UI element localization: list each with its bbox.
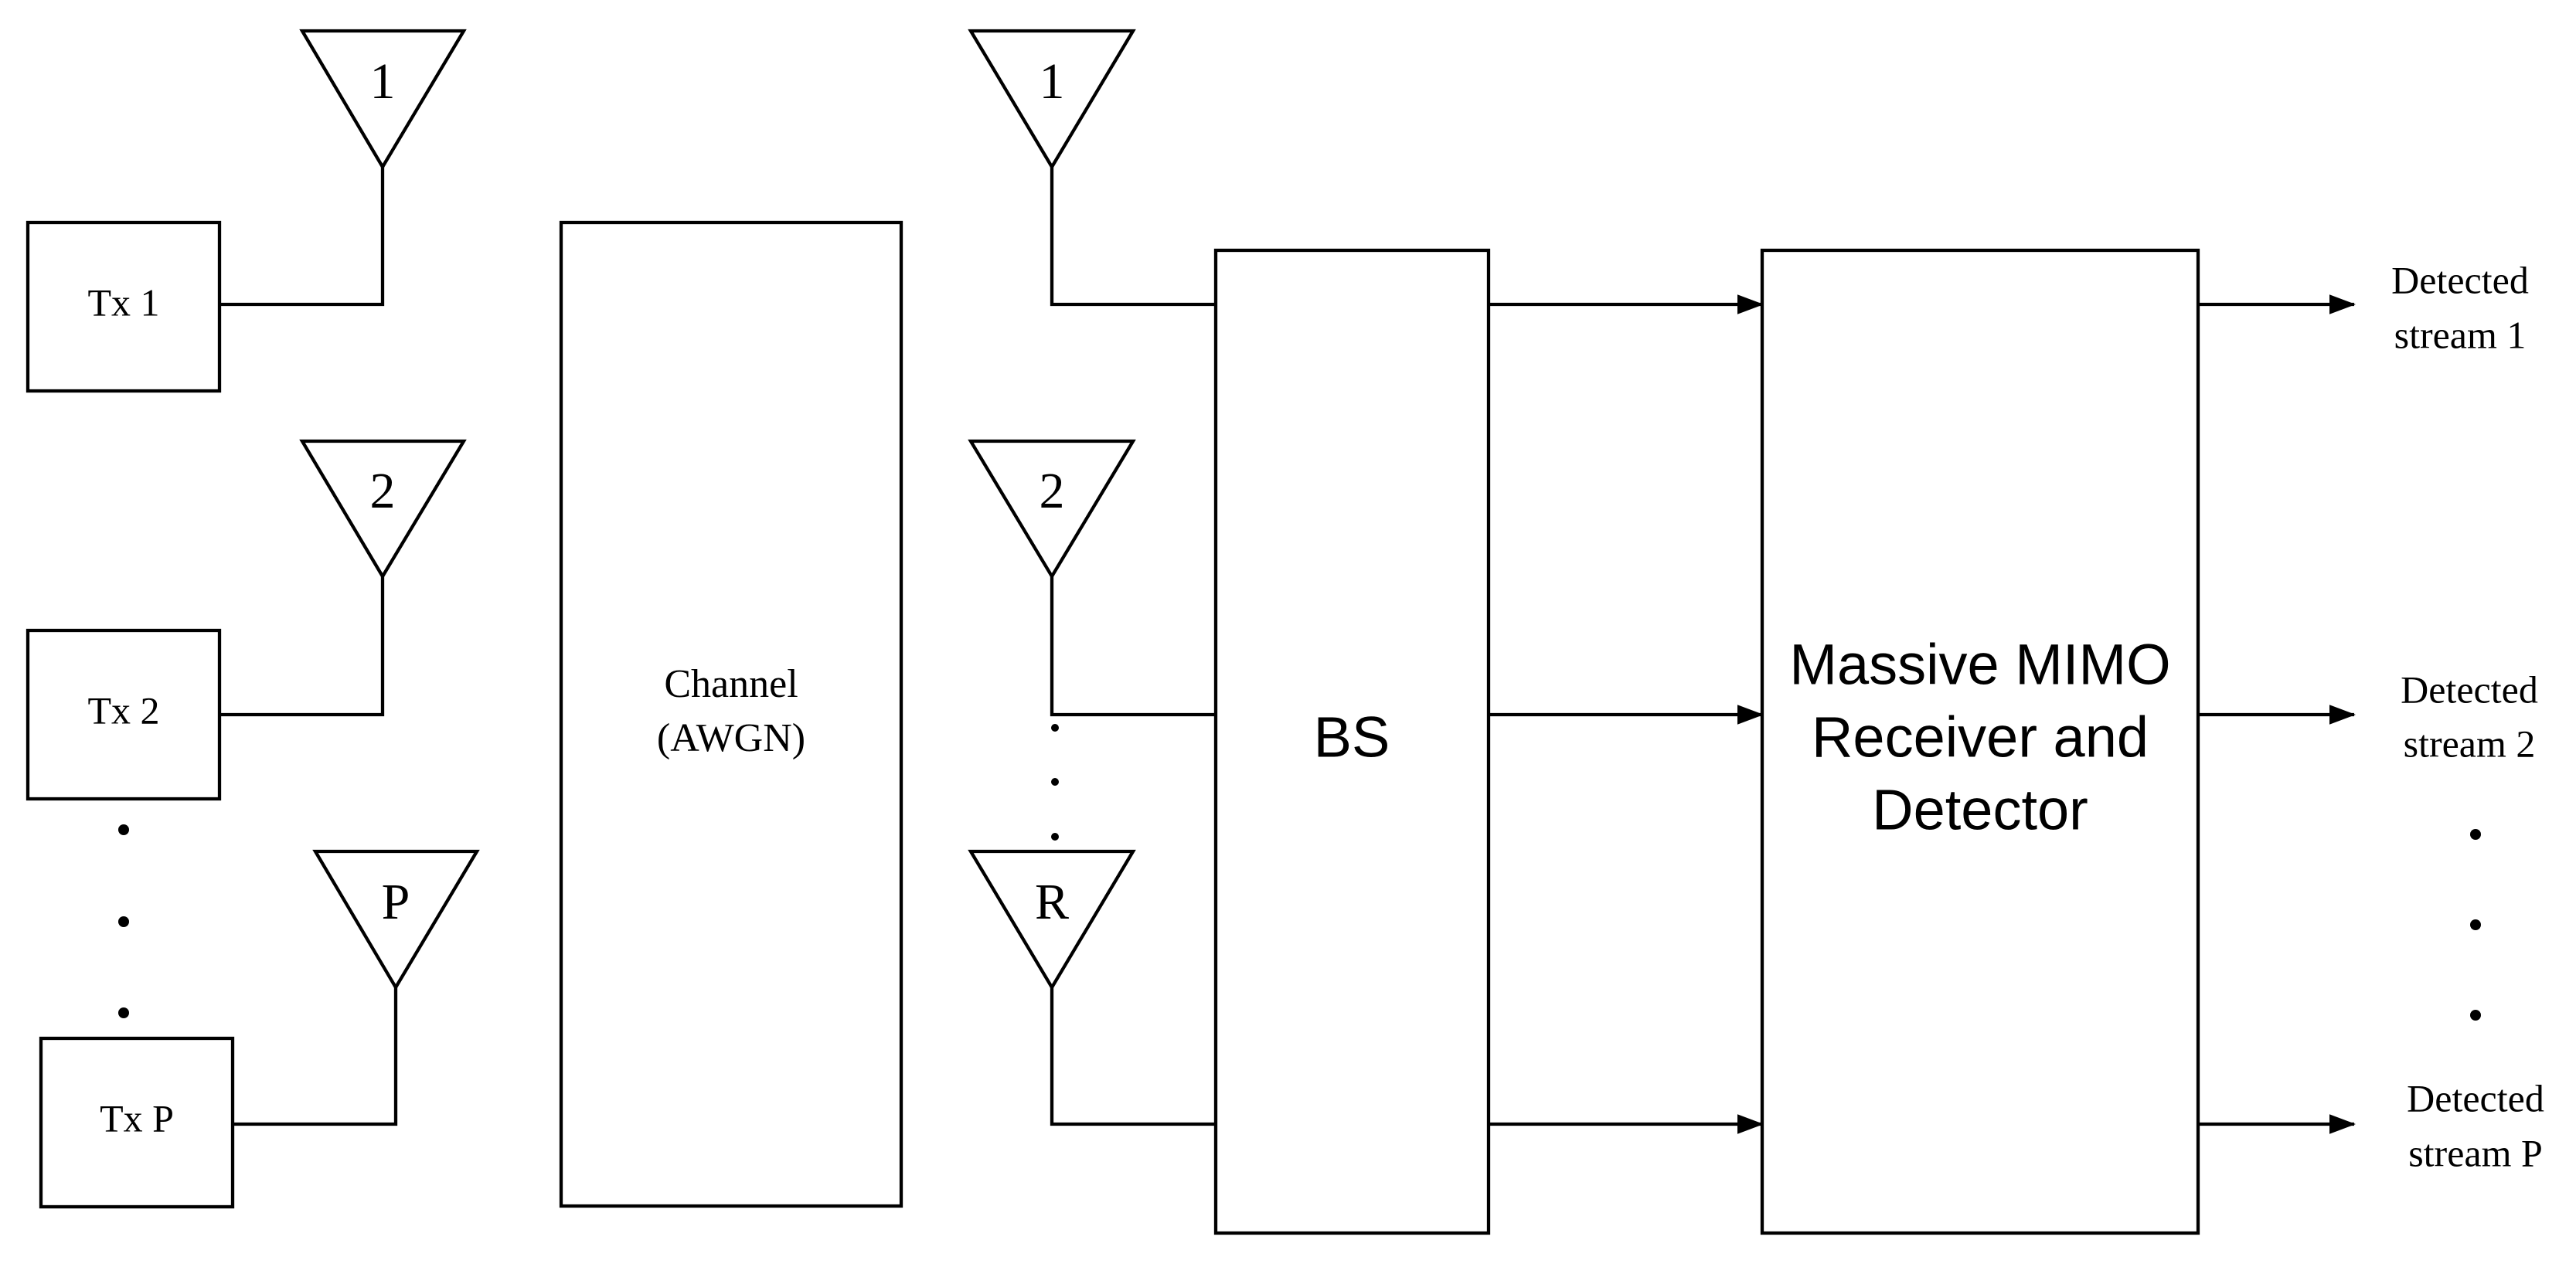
- tx-ellipsis: [118, 824, 129, 1018]
- channel-label: Channel: [664, 662, 798, 706]
- output-label-line-1: Detected: [2401, 668, 2538, 711]
- rx-1-antenna-icon: [968, 29, 1136, 171]
- tx-1-antenna-icon: [299, 29, 467, 171]
- receiver-label-line-3: Detector: [1872, 778, 2088, 842]
- output-stream-p: Detected stream P: [2198, 1076, 2544, 1174]
- tx-2-antenna-icon: [299, 439, 467, 580]
- rx-1-antenna-number: 1: [1040, 53, 1065, 110]
- ellipsis-dot: [118, 824, 129, 835]
- transmitter-p: Tx P P: [39, 849, 480, 1209]
- tx-1-antenna-feed: [219, 167, 385, 307]
- tx-p-label: Tx P: [100, 1096, 174, 1140]
- transmitter-1: Tx 1 1: [26, 29, 467, 393]
- receive-antenna-r: R: [968, 849, 1216, 1126]
- tx-2-antenna-feed: [219, 576, 385, 717]
- output-label-line-1: Detected: [2391, 258, 2529, 301]
- ellipsis-dot: [2470, 919, 2481, 930]
- rx-1-feed: [1050, 167, 1216, 307]
- bs-block: BS: [1213, 248, 1491, 1235]
- tx-p-antenna-number: P: [382, 874, 410, 930]
- tx-1-label: Tx 1: [87, 280, 159, 324]
- receiver-box: [1760, 248, 2200, 1235]
- rx-2-antenna-number: 2: [1040, 463, 1065, 519]
- rx-r-feed: [1050, 987, 1216, 1126]
- receiver-label-line-2: Receiver and: [1812, 705, 2149, 769]
- output-stream-1: Detected stream 1: [2198, 258, 2529, 356]
- bs-box: [1213, 248, 1491, 1235]
- ellipsis-dot: [1051, 833, 1059, 841]
- receive-antenna-1: 1: [968, 29, 1216, 307]
- rx-ellipsis: [1051, 724, 1059, 841]
- tx-1-antenna-number: 1: [370, 53, 396, 110]
- ellipsis-dot: [118, 1007, 129, 1018]
- channel-block: Channel (AWGN): [559, 220, 903, 1208]
- output-stream-2: Detected stream 2: [2198, 668, 2538, 765]
- tx-p-box: [39, 1036, 235, 1209]
- tx-1-box: [26, 220, 222, 393]
- transmitter-2: Tx 2 2: [26, 439, 467, 801]
- ellipsis-dot: [1051, 724, 1059, 732]
- output-label-line-2: stream P: [2408, 1131, 2543, 1174]
- ellipsis-dot: [1051, 778, 1059, 786]
- tx-p-antenna-feed: [233, 987, 398, 1126]
- ellipsis-dot: [2470, 829, 2481, 840]
- ellipsis-dot: [2470, 1010, 2481, 1021]
- tx-2-label: Tx 2: [87, 688, 159, 732]
- rx-2-feed: [1050, 576, 1216, 717]
- output-label-line-2: stream 2: [2404, 722, 2536, 765]
- rx-2-antenna-icon: [968, 439, 1136, 580]
- receiver-block: Massive MIMO Receiver and Detector: [1760, 248, 2200, 1235]
- tx-p-antenna-icon: [312, 849, 480, 991]
- tx-2-box: [26, 628, 222, 801]
- output-label-line-1: Detected: [2407, 1076, 2544, 1119]
- rx-r-antenna-icon: [968, 849, 1136, 991]
- bs-label: BS: [1314, 705, 1390, 769]
- channel-noise-label: (AWGN): [657, 716, 805, 760]
- rx-r-antenna-number: R: [1035, 874, 1069, 930]
- receive-antenna-2: 2: [968, 439, 1216, 717]
- bs-to-receiver-links: [1489, 294, 1764, 1134]
- output-ellipsis: [2470, 829, 2481, 1021]
- ellipsis-dot: [118, 916, 129, 927]
- tx-2-antenna-number: 2: [370, 463, 396, 519]
- receiver-label-line-1: Massive MIMO: [1789, 633, 2170, 697]
- output-label-line-2: stream 1: [2394, 313, 2527, 356]
- channel-box: [559, 220, 903, 1208]
